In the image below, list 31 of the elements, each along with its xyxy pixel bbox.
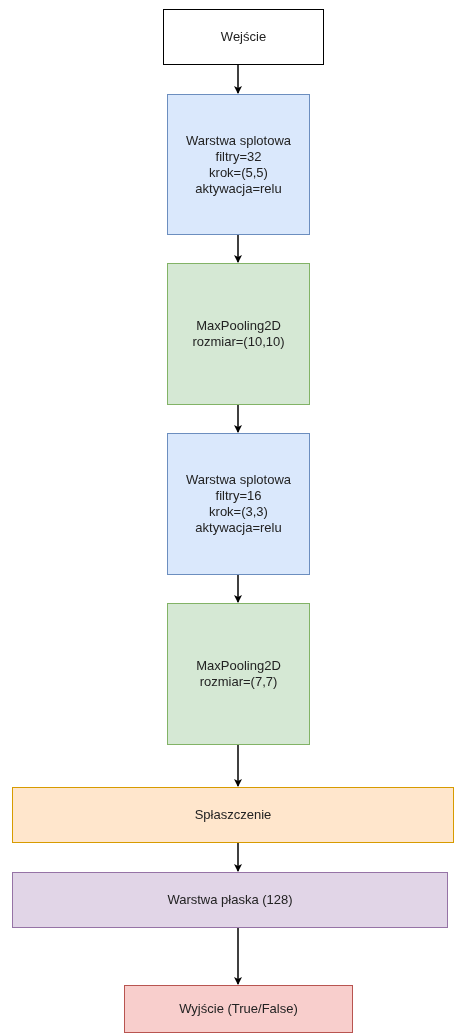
input-box: [163, 9, 324, 65]
node-label: rozmiar=(7,7): [199, 674, 278, 690]
dense-layer-box: [12, 872, 448, 928]
node-label: filtry=32: [215, 148, 262, 165]
node-label: krok=(3,3): [209, 504, 268, 520]
conv-layer-box: [167, 433, 310, 575]
arrow: [234, 927, 242, 985]
node-label: aktywacja=relu: [195, 180, 282, 197]
arrow: [234, 744, 242, 787]
node-label: Spłaszczenie: [194, 807, 272, 823]
node-label: Wejście: [220, 29, 267, 45]
node-label: krok=(5,5): [209, 164, 268, 181]
conv-layer-box: [167, 94, 310, 235]
pooling-layer-box: [167, 603, 310, 745]
node-label: Warstwa splotowa: [186, 472, 291, 488]
arrow: [234, 64, 242, 94]
node-label: filtry=16: [215, 488, 262, 504]
arrow: [234, 404, 242, 433]
node-label: MaxPooling2D: [196, 318, 281, 334]
node-label: aktywacja=relu: [195, 520, 282, 536]
pooling-layer-box: [167, 263, 310, 405]
node-label: rozmiar=(10,10): [192, 334, 285, 350]
output-box: [124, 985, 353, 1033]
arrow: [234, 842, 242, 872]
arrow: [234, 574, 242, 603]
node-label: Warstwa splotowa: [186, 132, 291, 149]
node-label: Wyjście (True/False): [179, 1001, 298, 1017]
node-label: Warstwa płaska (128): [167, 892, 293, 908]
flatten-layer-box: [12, 787, 454, 843]
arrow: [234, 234, 242, 263]
node-label: MaxPooling2D: [196, 658, 281, 674]
